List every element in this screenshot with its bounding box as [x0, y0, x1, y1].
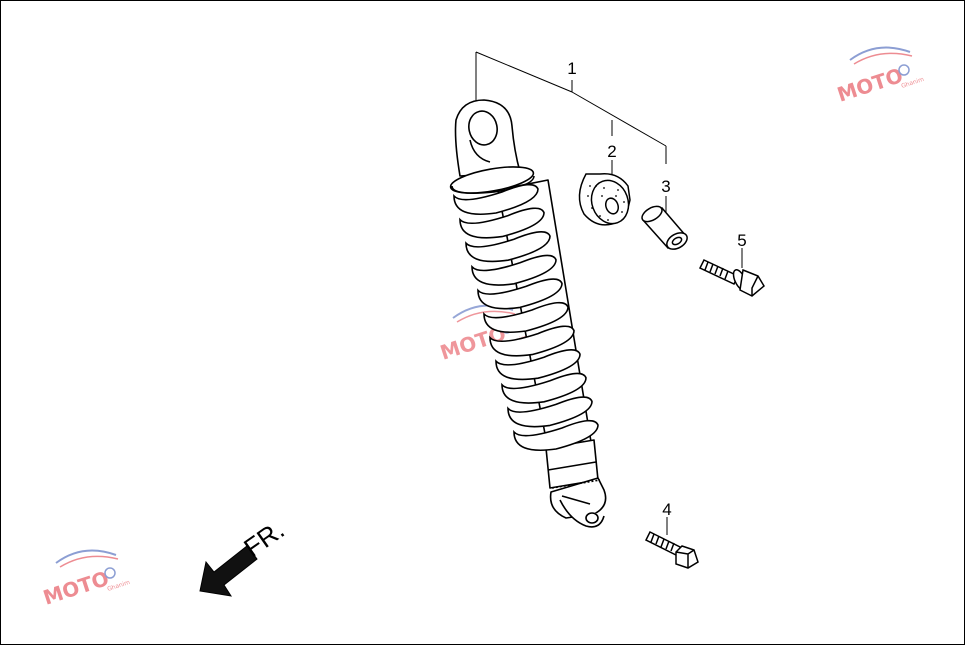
watermark-tagline: Ghanim: [900, 76, 925, 90]
watermark-logo: MOTO Ghanim: [40, 549, 131, 610]
spring-coil: [495, 349, 581, 381]
callout-5: 5: [737, 231, 746, 250]
callout-4: 4: [662, 500, 671, 519]
spring-coil: [489, 325, 575, 357]
leader-lines: [475, 51, 743, 535]
callout-3: 3: [661, 177, 670, 196]
spring-coil: [471, 254, 557, 286]
watermark-tagline: Ghanim: [106, 579, 131, 593]
watermark-logo: MOTO Ghanim: [834, 46, 925, 107]
spring-coil: [507, 396, 593, 428]
spring-coil: [465, 231, 551, 263]
spring-coil: [477, 278, 563, 310]
front-direction-arrow: FR.: [199, 514, 290, 597]
spring-coil: [513, 419, 599, 451]
watermark-text: MOTO: [40, 566, 112, 610]
callout-1: 1: [567, 59, 576, 78]
watermark-text: MOTO: [834, 63, 906, 107]
spring-coil: [483, 301, 569, 333]
flange-bolt-part-5: [698, 259, 765, 297]
coil-spring: [453, 183, 599, 451]
rubber-bushing-part: [578, 173, 631, 226]
callout-2: 2: [607, 142, 616, 161]
hex-bolt-part-4: [644, 530, 699, 569]
spring-coil: [459, 207, 545, 239]
spring-coil: [501, 372, 587, 404]
spring-coil: [453, 183, 539, 215]
collar-sleeve-part: [641, 205, 688, 250]
